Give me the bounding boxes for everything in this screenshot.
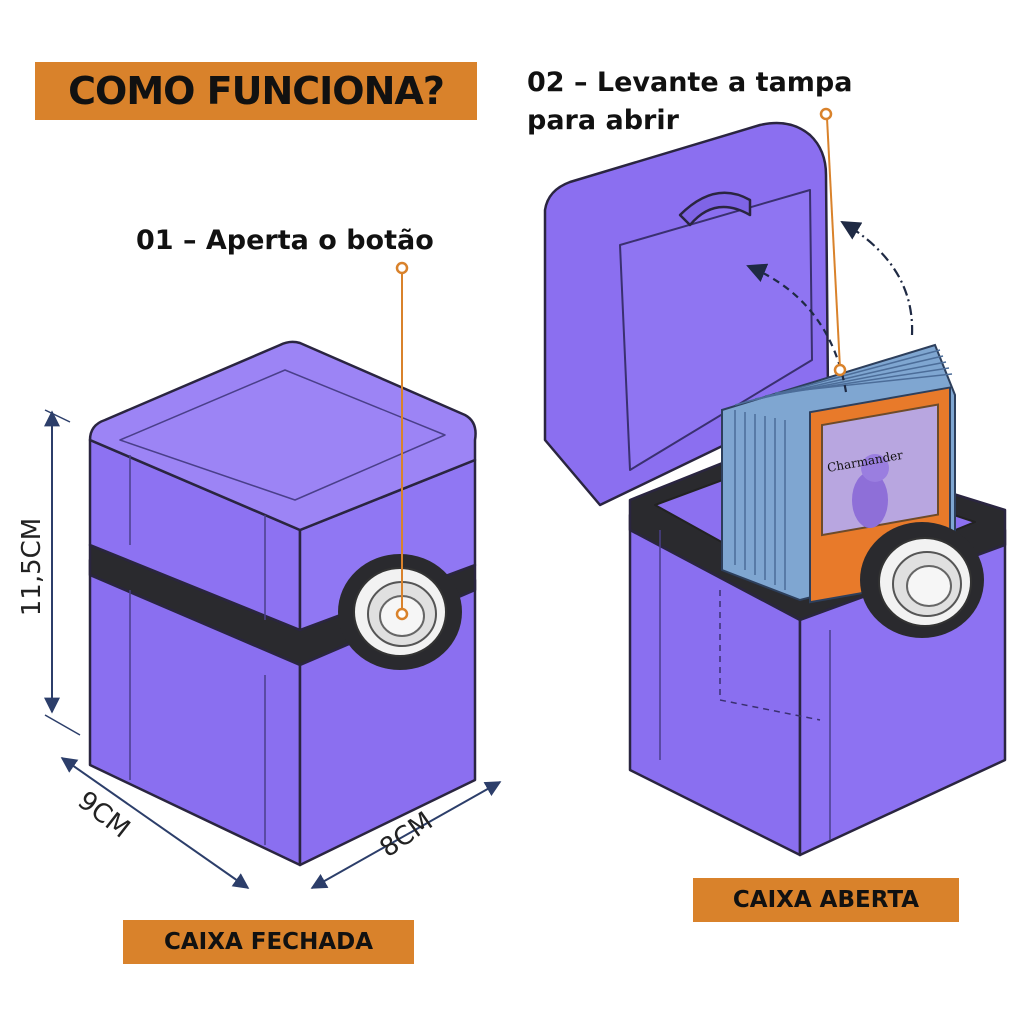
height-dimension-label: 11,5CM xyxy=(17,517,47,617)
page-title: COMO FUNCIONA? xyxy=(35,62,477,120)
closed-box-label: CAIXA FECHADA xyxy=(123,920,414,964)
callout-step1 xyxy=(395,261,409,621)
depth-dim-line xyxy=(310,781,502,889)
width-dim-line xyxy=(60,757,250,889)
open-box-label: CAIXA ABERTA xyxy=(693,878,959,922)
open-box-button xyxy=(860,522,984,638)
lift-arrow-outer xyxy=(840,220,914,336)
callout-step2 xyxy=(819,107,847,377)
step1-label: 01 – Aperta o botão xyxy=(136,225,434,256)
step2-label: 02 – Levante a tampa para abrir xyxy=(527,67,853,136)
lift-arrow-inner xyxy=(746,263,848,393)
